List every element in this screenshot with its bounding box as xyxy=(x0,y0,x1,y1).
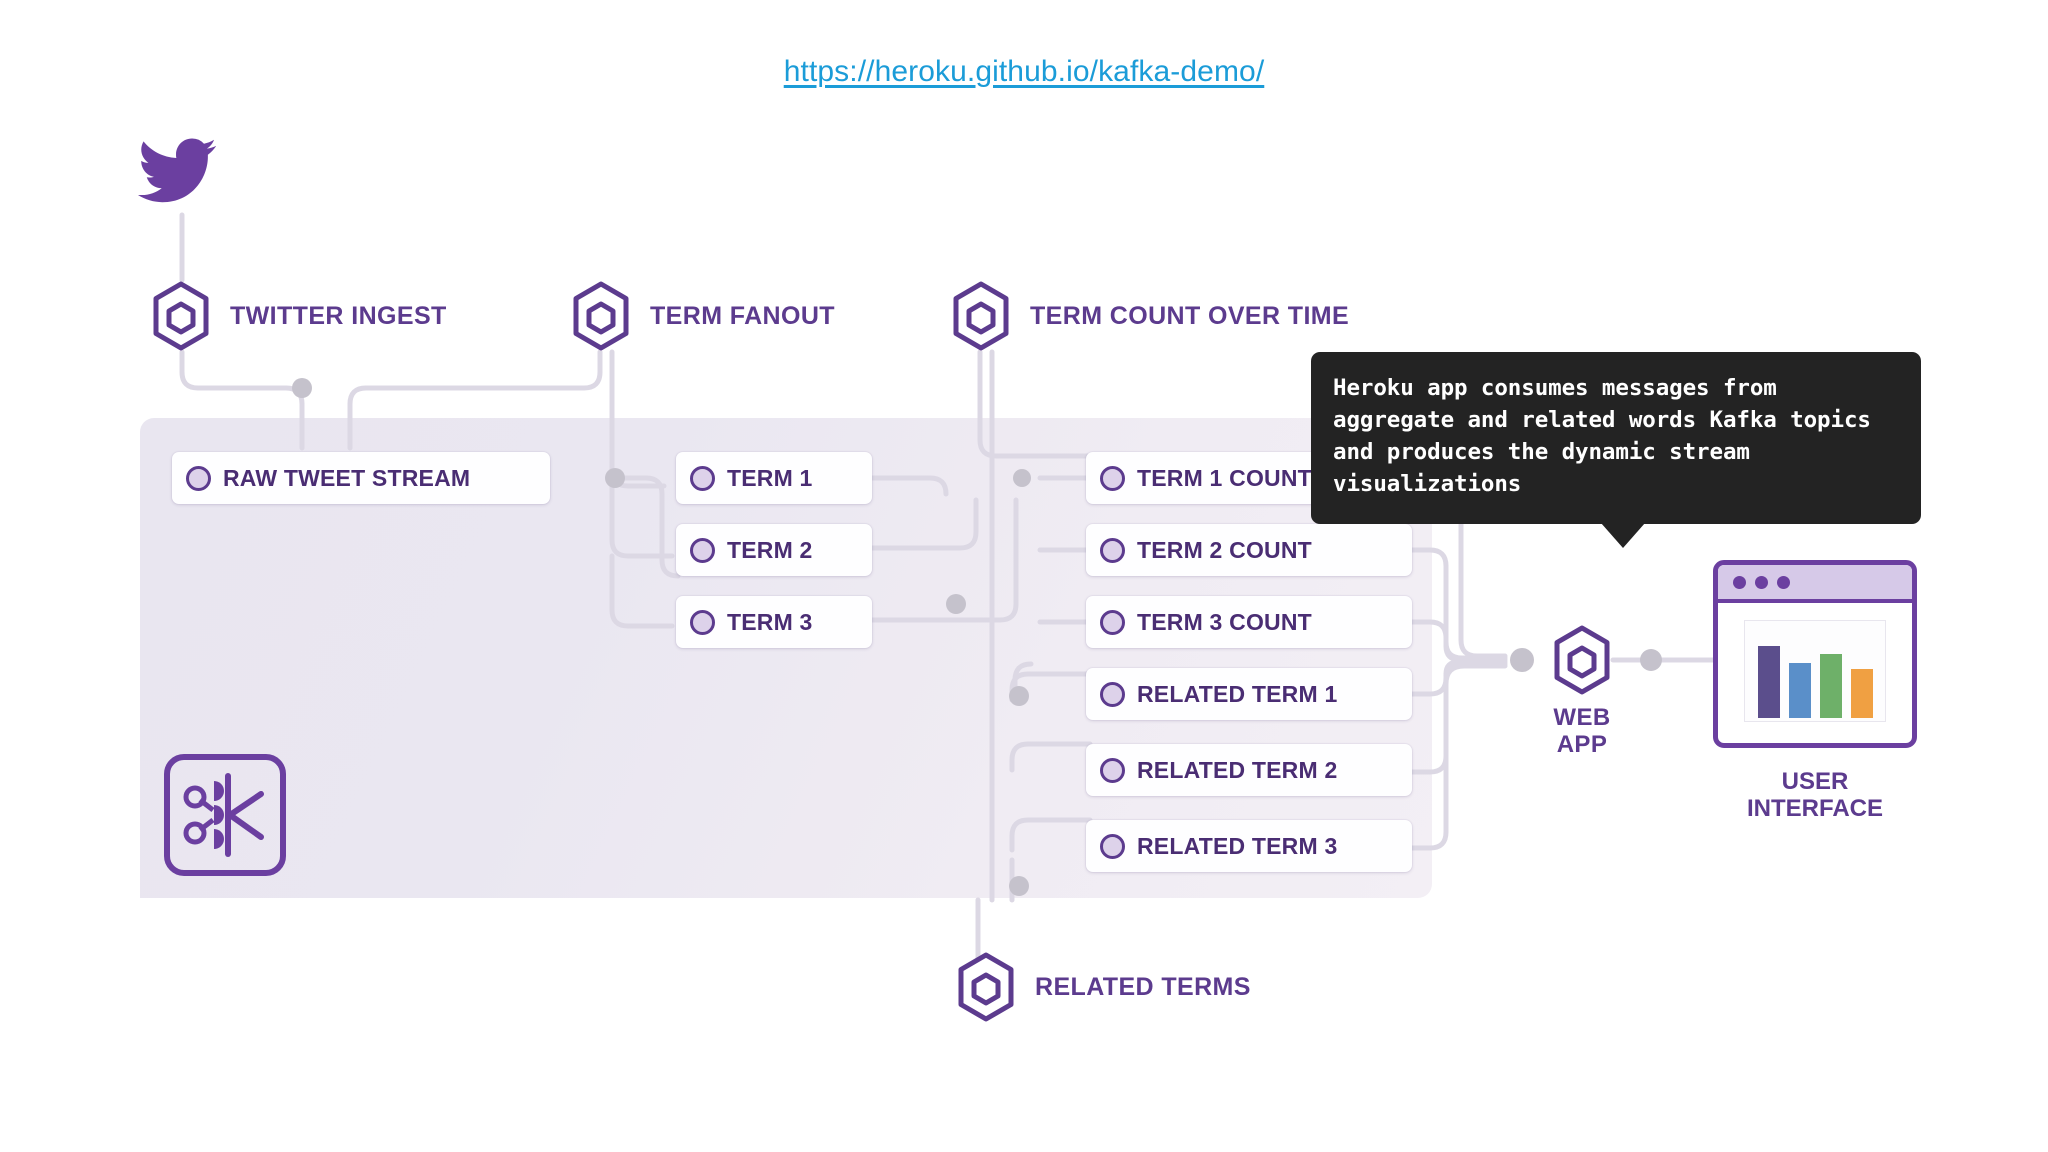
topic-dot-icon xyxy=(690,609,715,635)
topic-label: RELATED TERM 2 xyxy=(1137,756,1338,783)
topic-term-3[interactable]: TERM 3 xyxy=(676,596,872,648)
topic-label: TERM 3 COUNT xyxy=(1137,608,1312,635)
chart-bar xyxy=(1788,663,1811,718)
hexagon-node-icon xyxy=(570,281,632,351)
window-dot-icon xyxy=(1755,575,1768,589)
window-dot-icon xyxy=(1777,575,1790,589)
topic-term-2[interactable]: TERM 2 xyxy=(676,524,872,576)
topic-label: TERM 2 xyxy=(727,536,813,563)
topic-term-2-count[interactable]: TERM 2 COUNT xyxy=(1086,524,1412,576)
topic-dot-icon xyxy=(1100,537,1125,563)
topic-label: RELATED TERM 1 xyxy=(1137,680,1338,707)
ui-bar-chart xyxy=(1744,620,1886,722)
apache-kafka-logo-icon xyxy=(164,754,286,881)
topic-term-1[interactable]: TERM 1 xyxy=(676,452,872,504)
demo-url-link[interactable]: https://heroku.github.io/kafka-demo/ xyxy=(783,55,1265,88)
tooltip-callout: Heroku app consumes messages from aggreg… xyxy=(1311,352,1921,548)
topic-raw-tweet-stream[interactable]: RAW TWEET STREAM xyxy=(172,452,550,504)
topic-dot-icon xyxy=(690,537,715,563)
hexagon-node-icon xyxy=(950,281,1012,351)
user-interface-caption: USER INTERFACE xyxy=(1660,768,1970,823)
topic-label: TERM 1 xyxy=(727,464,813,491)
chart-bar xyxy=(1819,654,1842,718)
topic-dot-icon xyxy=(1100,757,1125,783)
tooltip-text: Heroku app consumes messages from aggreg… xyxy=(1333,375,1871,497)
topic-dot-icon xyxy=(186,465,211,491)
service-label: TERM FANOUT xyxy=(650,301,835,330)
service-node-term-count-over-time[interactable]: TERM COUNT OVER TIME xyxy=(950,281,1349,351)
topic-related-term-3[interactable]: RELATED TERM 3 xyxy=(1086,820,1412,872)
topic-label: TERM 2 COUNT xyxy=(1137,536,1312,563)
topic-dot-icon xyxy=(690,465,715,491)
service-node-related-terms[interactable]: RELATED TERMS xyxy=(955,952,1251,1022)
topic-label: TERM 3 xyxy=(727,608,813,635)
service-label: TWITTER INGEST xyxy=(230,301,447,330)
service-node-term-fanout[interactable]: TERM FANOUT xyxy=(570,281,835,351)
chart-bar xyxy=(1850,669,1873,718)
hexagon-node-icon xyxy=(150,281,212,351)
topic-dot-icon xyxy=(1100,681,1125,707)
topic-label: TERM 1 COUNT xyxy=(1137,464,1312,491)
chart-bar xyxy=(1757,646,1780,718)
window-titlebar xyxy=(1718,565,1912,603)
hexagon-node-icon xyxy=(1551,625,1613,695)
topic-label: RAW TWEET STREAM xyxy=(223,464,471,491)
hexagon-node-icon xyxy=(955,952,1017,1022)
topic-label: RELATED TERM 3 xyxy=(1137,832,1338,859)
service-label: TERM COUNT OVER TIME xyxy=(1030,301,1350,330)
topic-related-term-1[interactable]: RELATED TERM 1 xyxy=(1086,668,1412,720)
ui-caption-line2: INTERFACE xyxy=(1746,795,1883,823)
topic-dot-icon xyxy=(1100,833,1125,859)
topic-term-3-count[interactable]: TERM 3 COUNT xyxy=(1086,596,1412,648)
window-dot-icon xyxy=(1733,575,1746,589)
wire-junction-dots xyxy=(292,378,1662,896)
web-app-line1: WEB xyxy=(1553,704,1611,731)
topic-related-term-2[interactable]: RELATED TERM 2 xyxy=(1086,744,1412,796)
twitter-bird-icon xyxy=(138,138,216,209)
service-label: RELATED TERMS xyxy=(1035,972,1251,1001)
user-interface-window[interactable] xyxy=(1713,560,1917,748)
service-node-twitter-ingest[interactable]: TWITTER INGEST xyxy=(150,281,447,351)
tooltip-tail xyxy=(1601,522,1645,548)
topic-dot-icon xyxy=(1100,465,1125,491)
ui-caption-line1: USER xyxy=(1781,768,1849,795)
web-app-line2: APP xyxy=(1556,730,1608,758)
topic-dot-icon xyxy=(1100,609,1125,635)
